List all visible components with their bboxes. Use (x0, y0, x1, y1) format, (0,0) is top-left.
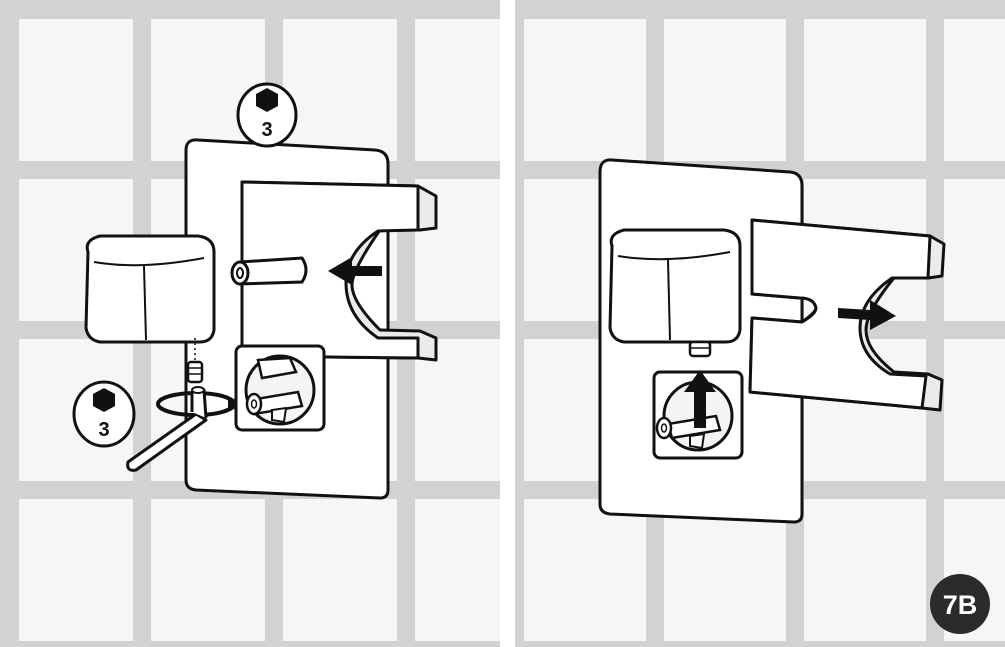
hex-size-callout-bottom: 3 (74, 382, 134, 446)
right-panel: 7B (515, 0, 1005, 647)
valve-mount (236, 346, 324, 430)
left-panel: 3 3 (0, 0, 500, 647)
callout-bottom-size-label: 3 (98, 419, 109, 441)
step-badge: 7B (930, 574, 990, 634)
panel-divider (500, 0, 515, 647)
bracket-pin (232, 258, 306, 284)
hex-size-callout-top: 3 (238, 84, 296, 146)
cube-cover-right (610, 230, 740, 342)
callout-top-size-label: 3 (261, 119, 272, 141)
collar-part (690, 342, 710, 356)
step-label: 7B (943, 590, 978, 620)
cube-cover (86, 236, 214, 342)
